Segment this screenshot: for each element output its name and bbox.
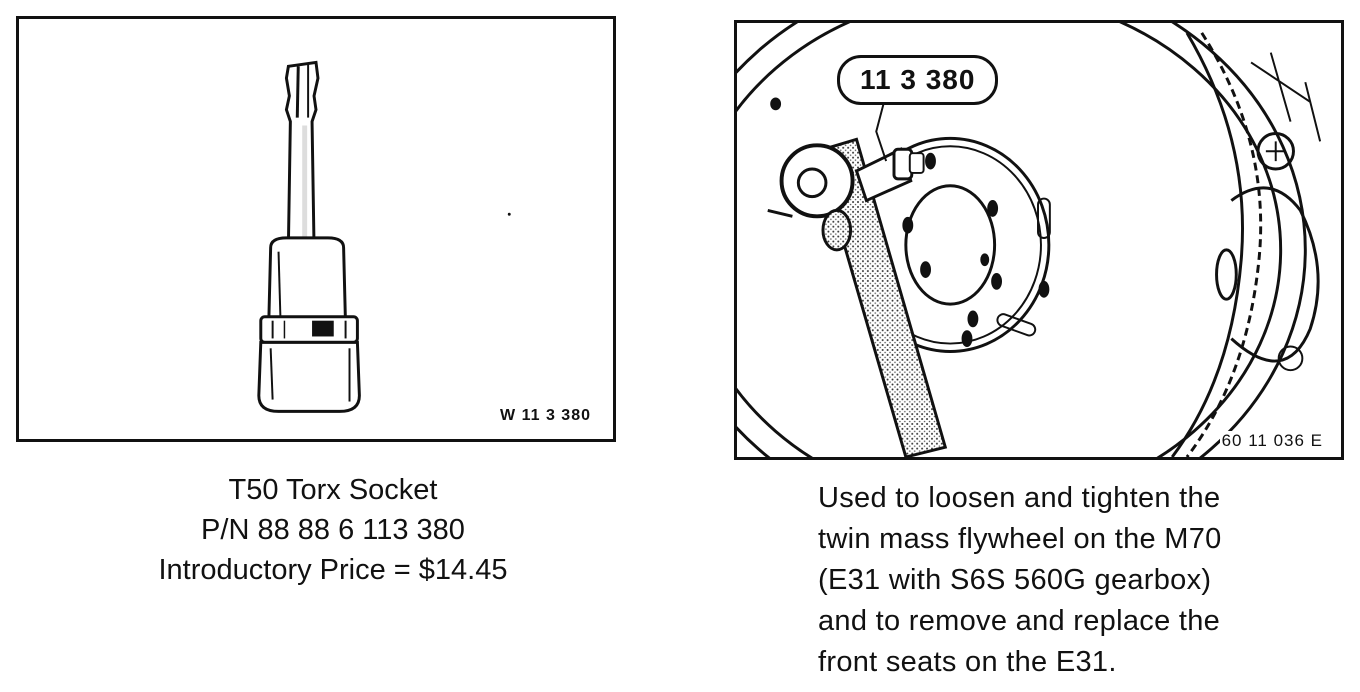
- caption-line-2: twin mass flywheel on the M70: [818, 523, 1222, 555]
- flywheel-illustration: [737, 23, 1322, 457]
- figure-code-right: 60 11 036 E: [1219, 431, 1325, 451]
- caption-part-number: P/N 88 88 6 113 380: [201, 514, 465, 546]
- callout-leader: [875, 93, 888, 162]
- flywheel-caption: Used to loosen and tighten the twin mass…: [818, 478, 1338, 683]
- caption-line-1: Used to loosen and tighten the: [818, 482, 1221, 514]
- tool-number-callout: 11 3 380: [837, 55, 999, 105]
- torx-socket-caption: T50 Torx Socket P/N 88 88 6 113 380 Intr…: [98, 470, 568, 590]
- socket-body: [257, 236, 361, 413]
- caption-price: Introductory Price = $14.45: [158, 554, 508, 586]
- flywheel: [737, 23, 1322, 457]
- wrench: [779, 137, 948, 457]
- torx-socket-figure: W 11 3 380: [16, 16, 616, 442]
- caption-line-4: and to remove and replace the: [818, 605, 1221, 637]
- torx-bit: [284, 60, 320, 248]
- caption-line-3: (E31 with S6S 560G gearbox): [818, 564, 1212, 596]
- caption-title: T50 Torx Socket: [228, 474, 438, 506]
- torx-socket-illustration: [257, 60, 511, 413]
- flywheel-figure: 11 3 380 60 11 036 E: [734, 20, 1344, 460]
- figure-code-left: W 11 3 380: [500, 407, 591, 424]
- caption-line-5: front seats on the E31.: [818, 646, 1117, 678]
